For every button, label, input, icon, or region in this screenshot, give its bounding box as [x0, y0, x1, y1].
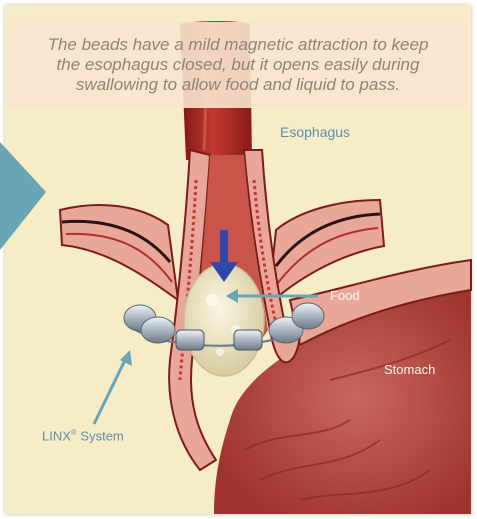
esophagus-label: Esophagus: [280, 124, 350, 140]
caption-line-1: The beads have a mild magnetic attractio…: [48, 35, 429, 54]
food-label: Food: [330, 288, 360, 303]
linx-system-label: LINX® System: [42, 428, 124, 443]
linx-pointer-line: [94, 358, 126, 424]
linx-name: LINX: [42, 428, 71, 443]
stomach-label: Stomach: [384, 362, 435, 377]
linx-suffix: System: [77, 428, 124, 443]
caption-box: The beads have a mild magnetic attractio…: [8, 22, 468, 108]
caption-text: The beads have a mild magnetic attractio…: [42, 35, 435, 95]
caption-line-3: swallowing to allow food and liquid to p…: [76, 75, 400, 94]
caption-line-2: the esophagus closed, but it opens easil…: [57, 55, 420, 74]
pointer-arrow-shape: [0, 142, 46, 250]
